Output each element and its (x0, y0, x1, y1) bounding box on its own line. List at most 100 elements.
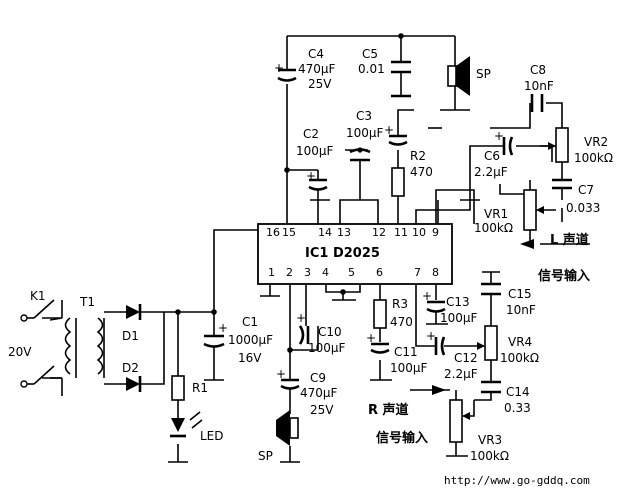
junction (175, 309, 181, 315)
vr3-ref: VR3 (478, 433, 502, 447)
c15-value: 10nF (506, 303, 536, 317)
svg-text:+: + (276, 367, 286, 381)
diode-d2 (126, 376, 142, 392)
supply-voltage: 20V (8, 345, 32, 359)
diode-d1 (126, 304, 142, 320)
sp-top-label: SP (476, 67, 491, 81)
k1-label: K1 (30, 289, 46, 303)
capacitor-c15 (481, 282, 501, 296)
pin-10: 10 (412, 226, 426, 239)
vr1-arrow (536, 206, 544, 214)
c1-value: 1000μF (228, 333, 273, 347)
c10-ref: C10 (318, 325, 342, 339)
c14-value: 0.33 (504, 401, 531, 415)
r3-ref: R3 (392, 297, 408, 311)
l-input-label-1: L 声道 (550, 232, 589, 248)
c9-voltage: 25V (310, 403, 334, 417)
svg-text:+: + (306, 169, 316, 183)
junction (398, 33, 404, 39)
pin-4: 4 (322, 266, 329, 279)
pin-15: 15 (282, 226, 296, 239)
speaker-bottom-icon (276, 410, 300, 463)
capacitor-c9: + (276, 367, 300, 390)
sp-bottom-label: SP (258, 449, 273, 463)
vr3-value: 100kΩ (470, 449, 509, 463)
led-label: LED (200, 429, 224, 443)
ic-label: IC1 D2025 (305, 246, 380, 261)
svg-text:+: + (426, 329, 436, 343)
potentiometer-vr3 (449, 399, 463, 443)
junction (340, 289, 346, 295)
svg-text:+: + (366, 331, 376, 345)
t1-label: T1 (79, 295, 95, 309)
vr2-ref: VR2 (584, 135, 608, 149)
c6-value: 2.2μF (474, 165, 508, 179)
c8-value: 10nF (524, 79, 554, 93)
vr1-ref: VR1 (484, 207, 508, 221)
resistor-r3 (373, 299, 387, 329)
c11-value: 100μF (390, 361, 428, 375)
junction (211, 309, 217, 315)
svg-text:+: + (274, 61, 284, 75)
c3-value: 100μF (346, 126, 384, 140)
capacitor-c2: + (306, 169, 328, 191)
vr4-ref: VR4 (508, 335, 532, 349)
d2-label: D2 (122, 361, 139, 375)
c11-ref: C11 (394, 345, 418, 359)
c7-value: 0.033 (566, 201, 600, 215)
vr1-value: 100kΩ (474, 221, 513, 235)
watermark-url: http://www.go-gddq.com (444, 474, 590, 487)
c5-ref: C5 (362, 47, 378, 61)
pin-6: 6 (376, 266, 383, 279)
capacitor-c8 (530, 94, 544, 112)
r-input-label-1: R 声道 (368, 402, 409, 418)
top-wires (286, 35, 470, 224)
c7-ref: C7 (578, 183, 594, 197)
capacitor-c13: + (422, 289, 446, 313)
r2-ref: R2 (410, 149, 426, 163)
pin-9: 9 (432, 226, 439, 239)
r-input-label-2: 信号输入 (376, 430, 428, 446)
ic-body (257, 223, 453, 285)
pin-12: 12 (372, 226, 386, 239)
c9-value: 470μF (300, 386, 338, 400)
r-input-arrow (432, 385, 446, 395)
c8-ref: C8 (530, 63, 546, 77)
speaker-top-icon (447, 56, 470, 96)
r2-wires (397, 109, 442, 224)
pin-11: 11 (394, 226, 408, 239)
vr4-arrow (477, 342, 485, 350)
capacitor-c5 (391, 60, 411, 98)
pin-7: 7 (414, 266, 421, 279)
switch-k1 (20, 299, 63, 388)
c2-wires (287, 169, 330, 224)
c3-ref: C3 (356, 109, 372, 123)
c13-value: 100μF (440, 311, 478, 325)
c9-ref: C9 (310, 371, 326, 385)
c15-ref: C15 (508, 287, 532, 301)
pin-16: 16 (266, 226, 280, 239)
potentiometer-vr4 (484, 325, 498, 361)
l-input-arrow (520, 239, 534, 249)
svg-text:+: + (384, 123, 394, 137)
capacitor-c11: + (366, 331, 390, 354)
c12-value: 2.2μF (444, 367, 478, 381)
potentiometer-vr2 (555, 127, 569, 163)
pin-5: 5 (348, 266, 355, 279)
c6-ref: C6 (484, 149, 500, 163)
capacitor-c10: + (296, 311, 310, 345)
capacitor-c4: + (274, 61, 297, 82)
svg-text:+: + (422, 289, 432, 303)
vr3-arrow (462, 412, 470, 420)
capacitor-c14 (481, 380, 501, 394)
svg-text:+: + (494, 129, 504, 143)
svg-text:+: + (296, 311, 306, 325)
potentiometer-vr1 (523, 189, 537, 231)
c2-value: 100μF (296, 144, 334, 158)
svg-text:+: + (218, 321, 228, 335)
c1-voltage: 16V (238, 351, 262, 365)
vr4-value: 100kΩ (500, 351, 539, 365)
power-wires (42, 229, 258, 463)
pin-1: 1 (268, 266, 275, 279)
